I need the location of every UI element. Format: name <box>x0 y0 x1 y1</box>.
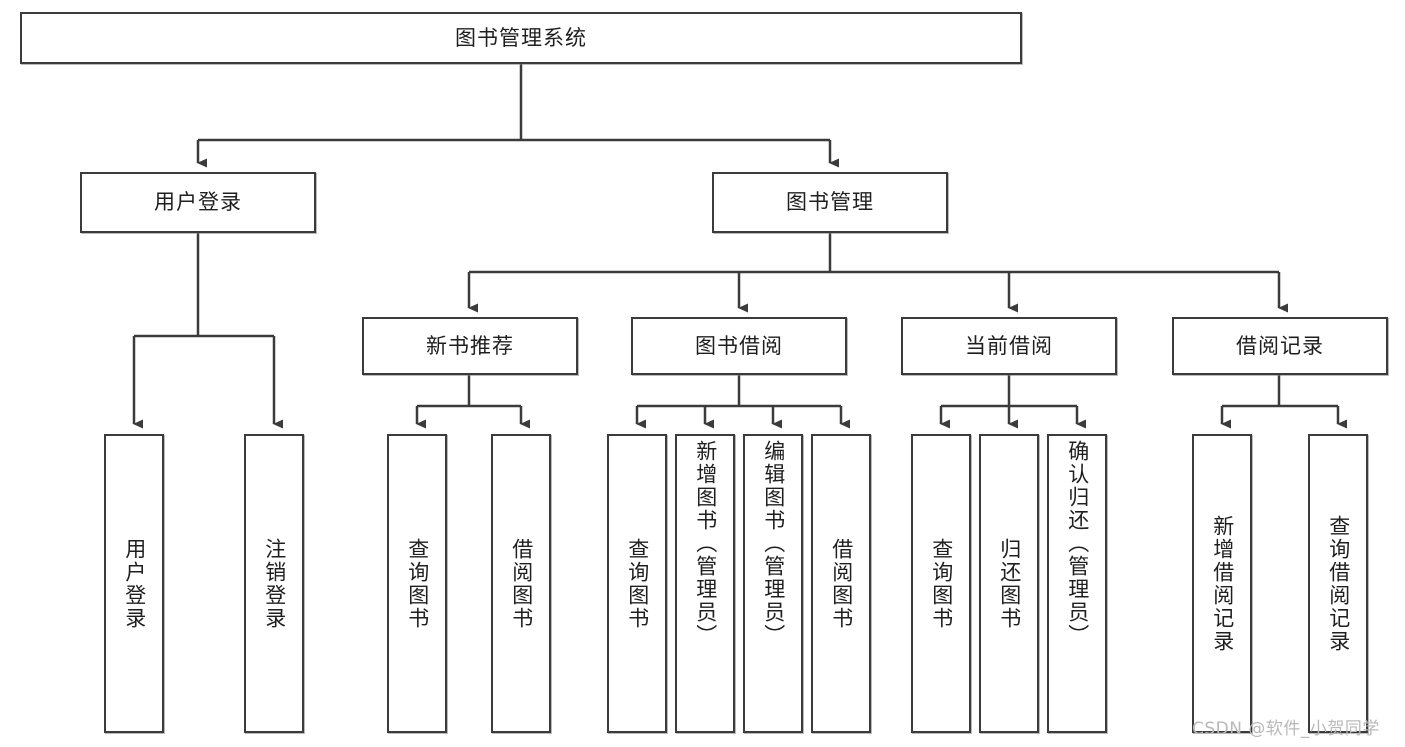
leaf-borrow-record-query-record[interactable]: 查询借阅记录 <box>1308 434 1368 733</box>
node-book-management[interactable]: 图书管理 <box>712 172 948 233</box>
leaf-book-borrow-query-book[interactable]: 查询图书 <box>607 434 667 733</box>
leaf-book-borrow-borrow-book[interactable]: 借阅图书 <box>811 434 871 733</box>
leaf-label: 用户登录 <box>122 537 147 630</box>
leaf-label: 借阅图书 <box>829 537 854 630</box>
leaf-borrow-record-add-record[interactable]: 新增借阅记录 <box>1192 434 1252 733</box>
node-label: 图书管理系统 <box>455 25 587 50</box>
leaf-label: 注销登录 <box>262 537 287 630</box>
leaf-label: 编辑图书（管理员） <box>761 440 786 647</box>
node-book-management-system[interactable]: 图书管理系统 <box>20 12 1022 64</box>
leaf-book-borrow-add-book[interactable]: 新增图书（管理员） <box>675 434 735 733</box>
node-label: 当前借阅 <box>965 333 1053 358</box>
leaf-label: 确认归还（管理员） <box>1065 440 1090 647</box>
leaf-label: 借阅图书 <box>509 537 534 630</box>
leaf-label: 查询图书 <box>405 537 430 630</box>
leaf-label: 查询借阅记录 <box>1326 514 1351 653</box>
leaf-new-book-query-book[interactable]: 查询图书 <box>387 434 447 733</box>
node-label: 图书借阅 <box>695 333 783 358</box>
node-label: 用户登录 <box>154 190 242 214</box>
leaf-label: 归还图书 <box>997 537 1022 630</box>
leaf-label: 查询图书 <box>625 537 650 630</box>
node-label: 图书管理 <box>786 190 874 214</box>
leaf-current-borrow-return-book[interactable]: 归还图书 <box>979 434 1039 733</box>
node-current-borrow[interactable]: 当前借阅 <box>901 317 1117 375</box>
leaf-new-book-borrow-book[interactable]: 借阅图书 <box>491 434 551 733</box>
leaf-user-login-login[interactable]: 用户登录 <box>104 434 164 733</box>
leaf-label: 查询图书 <box>929 537 954 630</box>
leaf-label: 新增图书（管理员） <box>693 440 718 647</box>
leaf-current-borrow-query-book[interactable]: 查询图书 <box>911 434 971 733</box>
node-book-borrow[interactable]: 图书借阅 <box>631 317 847 375</box>
node-label: 新书推荐 <box>426 333 514 358</box>
leaf-user-login-logout[interactable]: 注销登录 <box>244 434 304 733</box>
leaf-book-borrow-edit-book[interactable]: 编辑图书（管理员） <box>743 434 803 733</box>
node-borrow-record[interactable]: 借阅记录 <box>1172 317 1388 375</box>
node-label: 借阅记录 <box>1236 333 1324 358</box>
leaf-label: 新增借阅记录 <box>1210 514 1235 653</box>
leaf-current-borrow-confirm-return[interactable]: 确认归还（管理员） <box>1047 434 1107 733</box>
node-new-book-recommend[interactable]: 新书推荐 <box>362 317 578 375</box>
node-user-login[interactable]: 用户登录 <box>80 172 316 233</box>
